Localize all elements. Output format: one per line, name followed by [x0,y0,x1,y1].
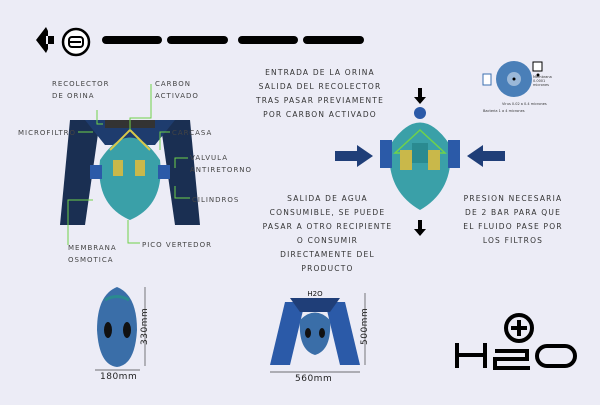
progress-bar-4 [303,36,364,44]
device-exploded-drawing [60,120,200,225]
device-section-drawing [380,107,460,210]
label-recolector: Recolector de orina [52,80,110,100]
back-arrow-icon[interactable] [36,27,54,53]
large-height-dimension: 500mm [360,307,370,345]
label-carcasa: Carcasa [172,129,213,137]
label-valvula: Valvula antiretorno [190,154,253,174]
label-microfiltro: Microfiltro [18,129,77,137]
small-width-dimension: 180mm [100,372,138,382]
label-cilindros: Cilindros [192,196,240,204]
membrane-filter-diagram [482,61,543,97]
arrow-left-pressure-icon [467,145,505,167]
label-pico: Pico vertedor [142,241,212,249]
caption-presion: Presion necesaria de 2 bar para que el f… [463,194,563,245]
arrow-right-pressure-icon [335,145,373,167]
large-width-dimension: 560mm [295,374,333,384]
arrow-down-out-icon [414,220,426,236]
membrane-size-label: Membrana 0.0001 micrones [533,75,552,87]
large-device-render: H2O [270,290,360,365]
caption-entrada: Entrada de la orina salida del recolecto… [255,68,385,119]
svg-text:H2O: H2O [307,290,323,298]
bacteria-size-label: Bacteria 1 a 4 micrones [483,109,525,113]
arrow-down-in-icon [414,88,426,104]
virus-size-label: Virus 0.02 a 0.4 micrones [502,102,547,106]
progress-bar-1 [102,36,162,44]
label-membrana: Membrana osmotica [68,244,117,264]
small-device-render [97,287,137,367]
h2o-plus-logo [455,313,577,370]
caption-salida: Salida de agua consumible, se puede pasa… [262,194,393,273]
section-number-badge [61,27,91,57]
progress-bar-2 [167,36,228,44]
label-carbon: Carbon activado [155,80,199,100]
progress-bar-3 [238,36,298,44]
